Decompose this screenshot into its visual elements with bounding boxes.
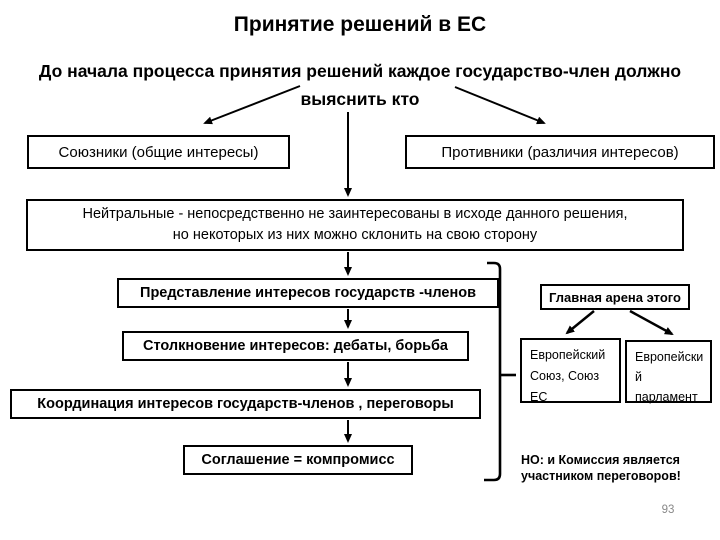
box-opponents: Противники (различия интересов) xyxy=(405,135,715,169)
box-coordination-label: Координация интересов государств-членов … xyxy=(37,396,454,412)
box-opponents-label: Противники (различия интересов) xyxy=(441,143,679,161)
box-eu-parliament-line-1: Европейски xyxy=(635,350,704,364)
box-eu-council-line-2: Союз, Союз xyxy=(530,369,600,383)
box-eu-council-line-1: Европейский xyxy=(530,348,606,362)
box-main-arena-label: Главная арена этого xyxy=(549,289,681,305)
arrow-arena-to-eu-council xyxy=(565,310,595,335)
commission-note: НО: и Комиссия является участником перег… xyxy=(521,452,696,484)
box-representation: Представление интересов государств -член… xyxy=(117,278,499,308)
arrow-arena-to-eu-parliament xyxy=(629,309,674,336)
slide-title: Принятие решений в ЕС xyxy=(233,13,487,36)
box-main-arena: Главная арена этого xyxy=(540,284,690,310)
box-coordination: Координация интересов государств-членов … xyxy=(10,389,481,419)
box-allies: Союзники (общие интересы) xyxy=(27,135,290,169)
commission-note-line-2: участником переговоров! xyxy=(521,469,681,483)
subtitle-line-2: выяснить кто xyxy=(300,89,420,109)
box-eu-parliament-line-2: й xyxy=(635,370,642,384)
commission-note-line-1: НО: и Комиссия является xyxy=(521,453,680,467)
box-allies-label: Союзники (общие интересы) xyxy=(58,143,259,161)
box-neutral-line-1: Нейтральные - непосредственно не заинтер… xyxy=(82,206,628,222)
box-neutral: Нейтральные - непосредственно не заинтер… xyxy=(26,199,684,251)
box-agreement: Соглашение = компромисс xyxy=(183,445,413,475)
box-eu-council-line-3: ЕС xyxy=(530,390,548,404)
page-number: 93 xyxy=(661,504,675,516)
box-eu-parliament-line-3: парламент xyxy=(635,390,698,404)
box-representation-label: Представление интересов государств -член… xyxy=(140,285,476,301)
box-neutral-line-2: но некоторых из них можно склонить на св… xyxy=(172,227,538,243)
box-eu-council: Европейский Союз, Союз ЕС xyxy=(520,338,621,404)
box-eu-parliament: Европейски й парламент xyxy=(625,340,712,404)
subtitle-line-1: До начала процесса принятия решений кажд… xyxy=(38,61,682,81)
box-clash: Столкновение интересов: дебаты, борьба xyxy=(122,331,469,361)
box-agreement-label: Соглашение = компромисс xyxy=(201,452,395,468)
box-clash-label: Столкновение интересов: дебаты, борьба xyxy=(142,338,449,354)
